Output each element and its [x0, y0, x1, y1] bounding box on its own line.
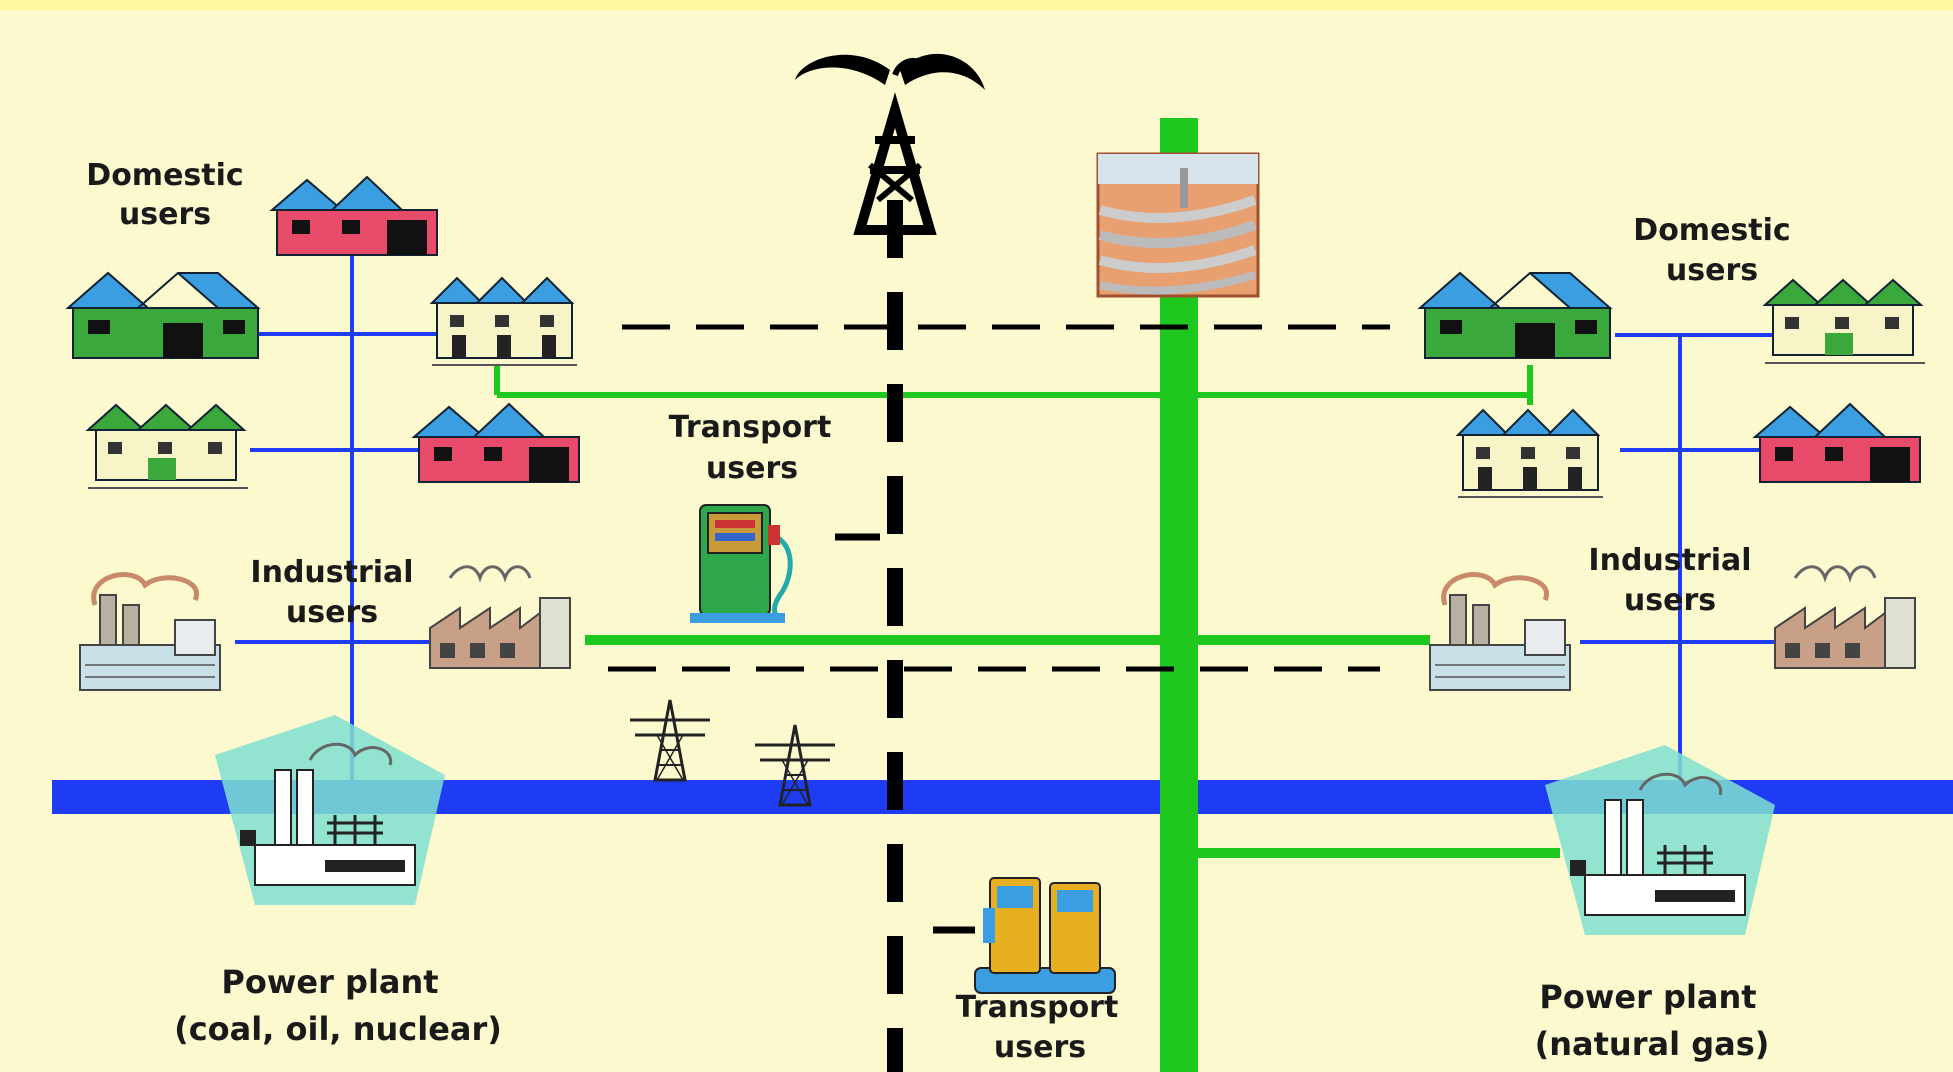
house-icon	[1754, 403, 1921, 483]
label-transport-top-line1: Transport	[669, 410, 832, 445]
house-icon	[1764, 279, 1926, 364]
label-transport-bottom-line2: users	[994, 1030, 1086, 1065]
label-industrial-left-line1: Industrial	[250, 555, 413, 590]
label-power-plant-left-line1: Power plant	[221, 963, 438, 1001]
oil-derrick-icon	[795, 53, 985, 235]
label-domestic-right-line1: Domestic	[1633, 213, 1790, 248]
house-icon	[431, 277, 578, 366]
label-industrial-left-line2: users	[286, 595, 378, 630]
house-icon	[67, 272, 259, 359]
label-transport-top-line2: users	[706, 451, 798, 486]
top-banner-strip	[0, 0, 1953, 10]
power-plant-icon	[1543, 743, 1777, 937]
label-industrial-right-line1: Industrial	[1588, 543, 1751, 578]
label-power-plant-right-line1: Power plant	[1539, 978, 1756, 1016]
house-icon	[87, 404, 249, 489]
label-power-plant-left-line2: (coal, oil, nuclear)	[174, 1010, 502, 1048]
factory-icon	[428, 565, 572, 670]
transmission-tower-icon	[628, 698, 712, 782]
power-plant-icon	[213, 713, 447, 907]
pipeline-photo-icon	[1096, 152, 1260, 298]
factory-icon	[1430, 575, 1570, 690]
house-icon	[413, 403, 580, 483]
label-industrial-right-line2: users	[1624, 583, 1716, 618]
fuel-pump-icon	[974, 877, 1116, 994]
label-transport-bottom-line1: Transport	[956, 990, 1119, 1025]
house-icon	[1457, 409, 1604, 498]
label-power-plant-right-line2: (natural gas)	[1535, 1025, 1770, 1063]
factory-icon	[80, 575, 220, 690]
factory-icon	[1773, 565, 1917, 670]
house-icon	[1419, 272, 1611, 359]
house-icon	[271, 176, 438, 256]
label-domestic-left-line2: users	[119, 197, 211, 232]
label-domestic-right-line2: users	[1666, 253, 1758, 288]
label-domestic-left-line1: Domestic	[86, 158, 243, 193]
fuel-pump-icon	[690, 505, 790, 623]
